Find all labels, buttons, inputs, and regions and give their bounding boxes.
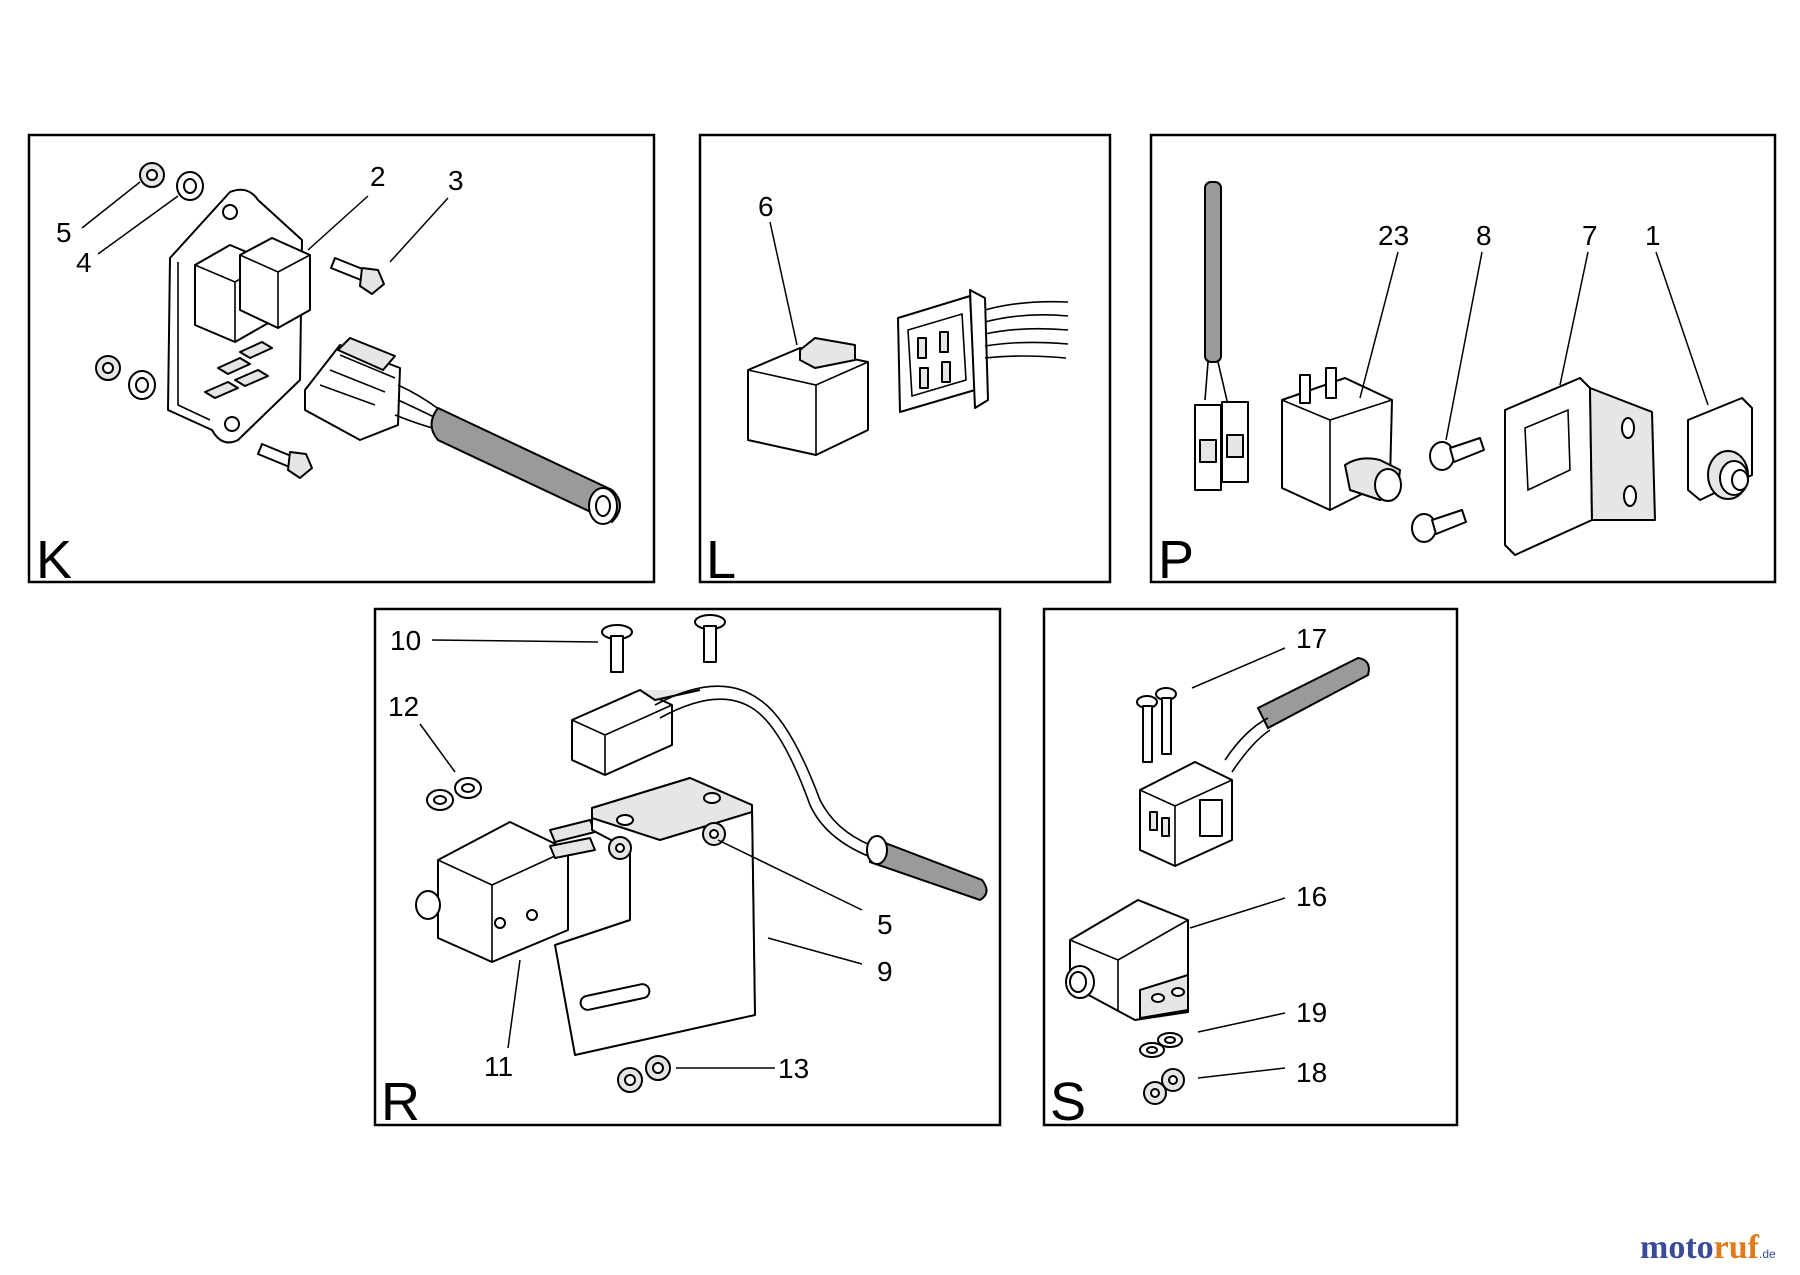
bracket-nut-1 bbox=[608, 836, 632, 860]
screw-17-b bbox=[1155, 687, 1177, 755]
panel-letter-s: S bbox=[1050, 1072, 1086, 1132]
callout-r-10: 10 bbox=[390, 625, 421, 656]
bolt-upper bbox=[330, 257, 385, 295]
watermark-logo: motoruf.de bbox=[1640, 1229, 1776, 1266]
switch-s bbox=[1065, 899, 1189, 1021]
washer-top bbox=[176, 171, 204, 201]
rivet-right bbox=[694, 614, 726, 663]
watermark-part2: ruf bbox=[1714, 1229, 1760, 1266]
rivet-left bbox=[601, 624, 633, 673]
mounting-bracket bbox=[554, 777, 756, 1056]
watermark-suffix: .de bbox=[1759, 1247, 1776, 1261]
watermark-part1: moto bbox=[1640, 1229, 1714, 1266]
washer-19-b bbox=[1157, 1032, 1183, 1048]
screw-17-a bbox=[1136, 695, 1158, 763]
callout-r-12: 12 bbox=[388, 691, 419, 722]
lock-washer-1 bbox=[426, 789, 454, 811]
switch-bracket bbox=[1504, 377, 1656, 556]
nut-13-b bbox=[645, 1055, 671, 1081]
nut-lower bbox=[95, 355, 121, 381]
panel-letter-l: L bbox=[706, 530, 736, 590]
nut-top bbox=[139, 162, 165, 188]
callout-k-5: 5 bbox=[56, 217, 72, 248]
relay-cube bbox=[747, 337, 869, 456]
nut-18-a bbox=[1143, 1081, 1167, 1105]
harness-plug bbox=[1194, 181, 1249, 491]
callout-r-11: 11 bbox=[484, 1051, 513, 1082]
relay-assembly bbox=[167, 188, 311, 444]
callout-r-5: 5 bbox=[877, 909, 893, 940]
harness-connector-s bbox=[1139, 656, 1370, 867]
rivet-upper bbox=[1429, 437, 1485, 471]
panel-letter-k: K bbox=[36, 530, 72, 590]
callout-r-13: 13 bbox=[778, 1053, 809, 1084]
callout-s-16: 16 bbox=[1296, 881, 1327, 912]
callout-p-7: 7 bbox=[1582, 220, 1598, 251]
switch-r bbox=[415, 819, 596, 963]
callout-r-9: 9 bbox=[877, 956, 893, 987]
svg-text:motoruf.de: motoruf.de bbox=[1640, 1229, 1776, 1266]
bolt-lower bbox=[257, 443, 313, 479]
panel-l: L 6 bbox=[698, 133, 1112, 590]
callout-s-19: 19 bbox=[1296, 997, 1327, 1028]
nut-18-b bbox=[1161, 1068, 1185, 1092]
callout-s-18: 18 bbox=[1296, 1057, 1327, 1088]
relay-socket bbox=[897, 289, 1069, 413]
callout-p-23: 23 bbox=[1378, 220, 1409, 251]
bracket-nut-2 bbox=[702, 822, 726, 846]
callout-p-8: 8 bbox=[1476, 220, 1492, 251]
panel-p: P bbox=[1149, 133, 1777, 590]
callout-s-17: 17 bbox=[1296, 623, 1327, 654]
panel-letter-p: P bbox=[1158, 530, 1194, 590]
panel-letter-r: R bbox=[381, 1072, 420, 1132]
lock-washer-2 bbox=[454, 777, 482, 799]
callout-l-6: 6 bbox=[758, 191, 774, 222]
callout-p-1: 1 bbox=[1645, 220, 1661, 251]
callout-k-4: 4 bbox=[76, 247, 92, 278]
harness-connector-r bbox=[571, 685, 988, 902]
panel-s: S bbox=[1042, 607, 1459, 1132]
washer-lower bbox=[128, 370, 156, 400]
callout-k-2: 2 bbox=[370, 161, 386, 192]
harness-connector bbox=[304, 337, 621, 525]
panel-r: R bbox=[373, 607, 1002, 1132]
rubber-boot bbox=[1687, 397, 1753, 501]
washer-19-a bbox=[1139, 1042, 1165, 1058]
seat-switch bbox=[1281, 367, 1402, 511]
callout-k-3: 3 bbox=[448, 165, 464, 196]
nut-13-a bbox=[617, 1067, 643, 1093]
panel-k: K bbox=[27, 133, 656, 590]
rivet-lower bbox=[1411, 509, 1467, 543]
